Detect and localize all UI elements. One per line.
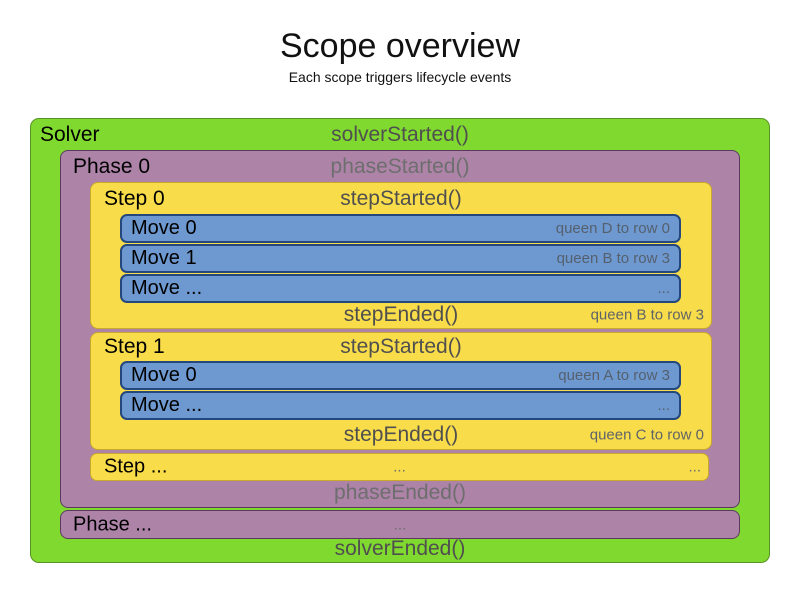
diagram-title: Scope overview [279,27,520,65]
step-0-footer-row: stepEnded() queen B to row 3 [91,301,711,328]
solver-footer-row: solverEnded() [31,535,769,562]
move-label: Move ... [131,277,203,299]
phase-0-header-row: Phase 0 phaseStarted() [61,151,739,182]
solver-ended-event: solverEnded() [334,536,466,560]
diagram-subtitle: Each scope triggers lifecycle events [288,69,512,85]
move-row: Move 0 queen A to row 3 [120,361,681,390]
move-note: ... [657,280,670,297]
move-label: Move 1 [131,247,197,269]
step-more-label: Step ... [104,455,168,478]
move-note: queen B to row 3 [556,250,670,267]
step-1-ended-note: queen C to row 0 [589,426,704,443]
move-row: Move ... ... [120,274,681,303]
step-0-scope-box: Step 0 stepStarted() Move 0 queen D to r… [90,182,712,329]
solver-header-row: Solver solverStarted() [31,119,769,150]
solver-scope-box: Solver solverStarted() Phase 0 phaseStar… [30,118,770,563]
move-row: Move 0 queen D to row 0 [120,214,681,243]
move-row: Move 1 queen B to row 3 [120,244,681,273]
step-0-header-row: Step 0 stepStarted() [91,183,711,214]
step-1-scope-box: Step 1 stepStarted() Move 0 queen A to r… [90,332,712,450]
phase-started-event: phaseStarted() [330,154,470,178]
solver-started-event: solverStarted() [331,122,469,146]
step-1-header-row: Step 1 stepStarted() [91,333,711,361]
step-more-right-ellipsis: ... [688,458,701,476]
step-1-started-event: stepStarted() [340,335,462,358]
solver-label: Solver [40,122,100,146]
step-more-box: Step ... ... ... [90,453,709,481]
step-1-ended-event: stepEnded() [343,422,459,446]
step-0-started-event: stepStarted() [340,186,462,210]
phase-ended-event: phaseEnded() [334,480,466,504]
phase-more-box: Phase ... ... [60,510,740,539]
step-0-ended-note: queen B to row 3 [590,306,704,323]
move-note: queen D to row 0 [555,220,670,237]
move-note: ... [657,397,670,414]
move-label: Move 0 [131,217,197,239]
phase-more-center-ellipsis: ... [393,516,407,533]
move-row: Move ... ... [120,391,681,420]
step-0-ended-event: stepEnded() [343,302,459,326]
step-1-label: Step 1 [104,335,165,358]
step-0-label: Step 0 [104,186,165,210]
phase-0-footer-row: phaseEnded() [61,478,739,507]
move-note: queen A to row 3 [558,367,670,384]
move-label: Move ... [131,394,203,416]
phase-more-label: Phase ... [73,513,152,535]
step-more-center-ellipsis: ... [393,458,406,476]
phase-0-scope-box: Phase 0 phaseStarted() Step 0 stepStarte… [60,150,740,508]
phase-0-label: Phase 0 [73,154,151,178]
move-label: Move 0 [131,364,197,386]
step-1-footer-row: stepEnded() queen C to row 0 [91,420,711,449]
